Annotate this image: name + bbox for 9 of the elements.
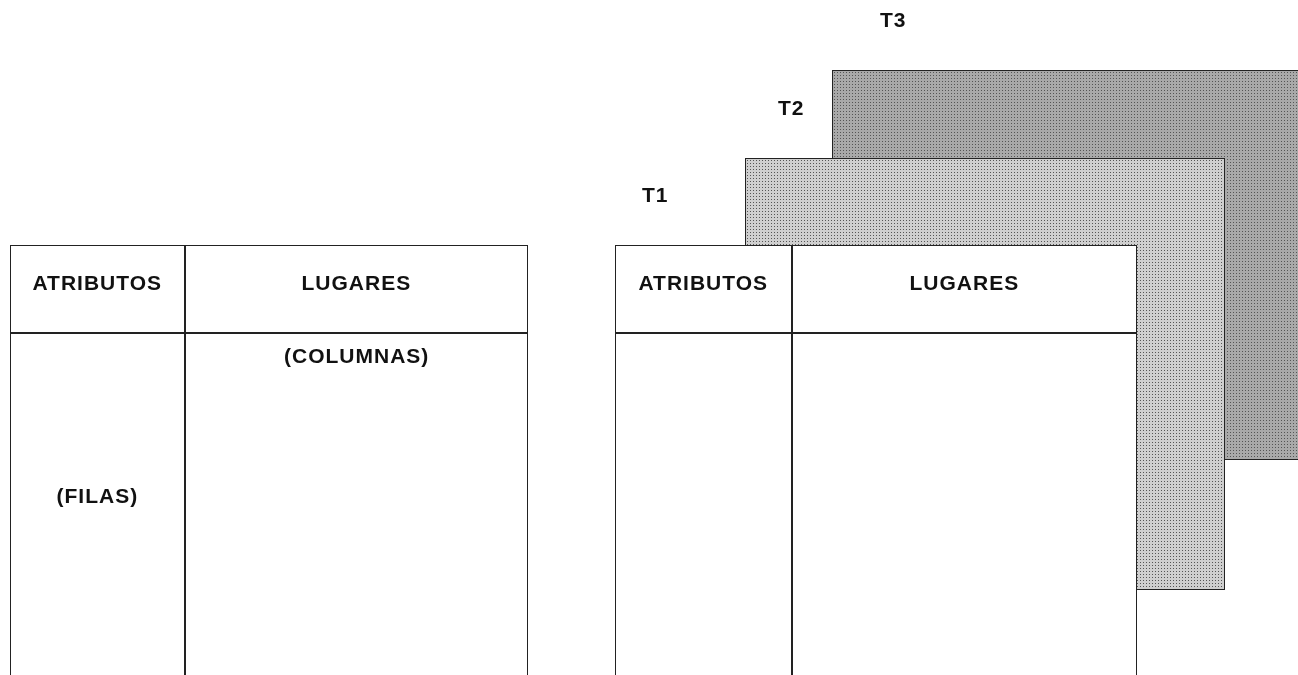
column-header: ATRIBUTOS	[32, 271, 163, 295]
table-note: (COLUMNAS)	[284, 344, 430, 368]
sheet-label: T1	[642, 183, 669, 207]
column-header: LUGARES	[909, 271, 1020, 295]
table-note: (FILAS)	[56, 484, 139, 508]
sheet-label: T2	[778, 96, 805, 120]
column-header: LUGARES	[301, 271, 412, 295]
column-header: ATRIBUTOS	[638, 271, 769, 295]
sheet-label: T3	[880, 8, 907, 32]
